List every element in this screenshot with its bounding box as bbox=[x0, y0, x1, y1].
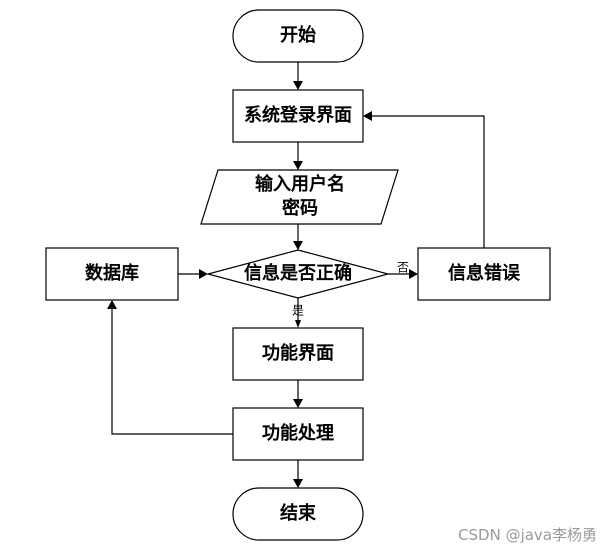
arrowhead-process-to-end bbox=[293, 479, 303, 488]
end-label: 结束 bbox=[280, 502, 317, 524]
login-screen-box bbox=[232, 89, 364, 143]
arrowhead-database-to-decision bbox=[199, 269, 208, 279]
arrowhead-decision-to-function-screen bbox=[295, 320, 301, 328]
input-credentials-line1: 输入用户名 bbox=[255, 173, 345, 195]
end-terminal bbox=[232, 487, 364, 541]
arrowhead-function-screen-to-process bbox=[293, 399, 303, 408]
edge-error-to-login bbox=[371, 115, 485, 248]
arrowhead-decision-to-error bbox=[409, 269, 418, 279]
function-process-label: 功能处理 bbox=[262, 422, 334, 444]
arrowhead-error-to-login bbox=[363, 111, 372, 121]
input-credentials-box bbox=[200, 169, 399, 225]
function-screen-box bbox=[232, 327, 364, 381]
start-label: 开始 bbox=[280, 24, 316, 46]
yes-label: 是 bbox=[292, 304, 304, 318]
function-screen-label: 功能界面 bbox=[262, 342, 334, 364]
input-credentials-line2: 密码 bbox=[282, 197, 318, 219]
arrowhead-login-to-input bbox=[293, 161, 303, 170]
arrowhead-start-to-login bbox=[293, 81, 303, 90]
database-label: 数据库 bbox=[85, 262, 139, 284]
database-box bbox=[45, 247, 179, 301]
error-label: 信息错误 bbox=[448, 262, 521, 284]
edge-process-to-database bbox=[111, 308, 233, 435]
arrowhead-input-to-decision bbox=[293, 241, 303, 250]
decision-label: 信息是否正确 bbox=[244, 262, 352, 284]
watermark: CSDN @java李杨勇 bbox=[458, 526, 597, 544]
error-box bbox=[417, 247, 551, 301]
no-label: 否 bbox=[397, 261, 409, 275]
login-screen-label: 系统登录界面 bbox=[244, 104, 352, 126]
arrowhead-process-to-database bbox=[107, 300, 117, 309]
